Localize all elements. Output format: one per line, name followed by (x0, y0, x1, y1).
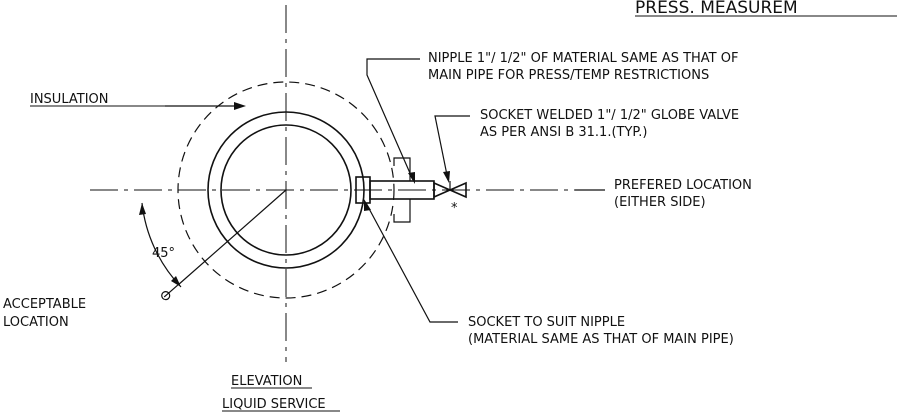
socket-suit-note-line2: (MATERIAL SAME AS THAT OF MAIN PIPE) (468, 332, 734, 347)
socket-suit-leader (365, 202, 458, 323)
nipple-arrow-icon (408, 172, 415, 184)
pipe-inner-wall (220, 124, 352, 256)
insulation-arrow-icon (234, 102, 246, 110)
drawing-title: PRESS. MEASUREM (635, 0, 798, 18)
radial-45-line (177, 189, 287, 286)
socket-welded-note-line1: SOCKET WELDED 1"/ 1/2" GLOBE VALVE (480, 108, 739, 123)
angle-arrow-bottom-icon (171, 276, 181, 287)
pipe-outer-wall (207, 111, 365, 269)
prefered-location-line2: (EITHER SIDE) (614, 195, 706, 210)
socket-welded-leader (434, 115, 470, 181)
prefered-location-line1: PREFERED LOCATION (614, 178, 752, 193)
caption-elevation: ELEVATION (231, 374, 302, 389)
socket-welded-arrow-icon (443, 171, 450, 183)
acceptable-location-line1: ACCEPTABLE (3, 297, 86, 312)
nipple-note-line1: NIPPLE 1"/ 1/2" OF MATERIAL SAME AS THAT… (428, 51, 738, 66)
acceptable-location-valve-icon (161, 284, 179, 301)
nipple-leader (366, 58, 420, 181)
acceptable-location-line2: LOCATION (3, 315, 69, 330)
angle-arrow-top-icon (139, 203, 146, 215)
insulation-boss-top (393, 157, 411, 181)
caption-liquid-service: LIQUID SERVICE (222, 397, 326, 412)
insulation-label: INSULATION (30, 92, 108, 107)
insulation-boss-bottom (393, 199, 411, 223)
nipple-note-line2: MAIN PIPE FOR PRESS/TEMP RESTRICTIONS (428, 68, 709, 83)
insulation-outline (177, 81, 395, 299)
socket-suit-arrow-icon (364, 199, 371, 211)
angle-label: 45° (152, 246, 175, 261)
socket-suit-note-line1: SOCKET TO SUIT NIPPLE (468, 315, 625, 330)
globe-valve-right-icon (448, 181, 467, 199)
globe-valve-left-icon (433, 181, 452, 199)
valve-mark: * (451, 201, 458, 216)
angle-dimension-arc (141, 202, 182, 288)
socket-welded-note-line2: AS PER ANSI B 31.1.(TYP.) (480, 125, 647, 140)
